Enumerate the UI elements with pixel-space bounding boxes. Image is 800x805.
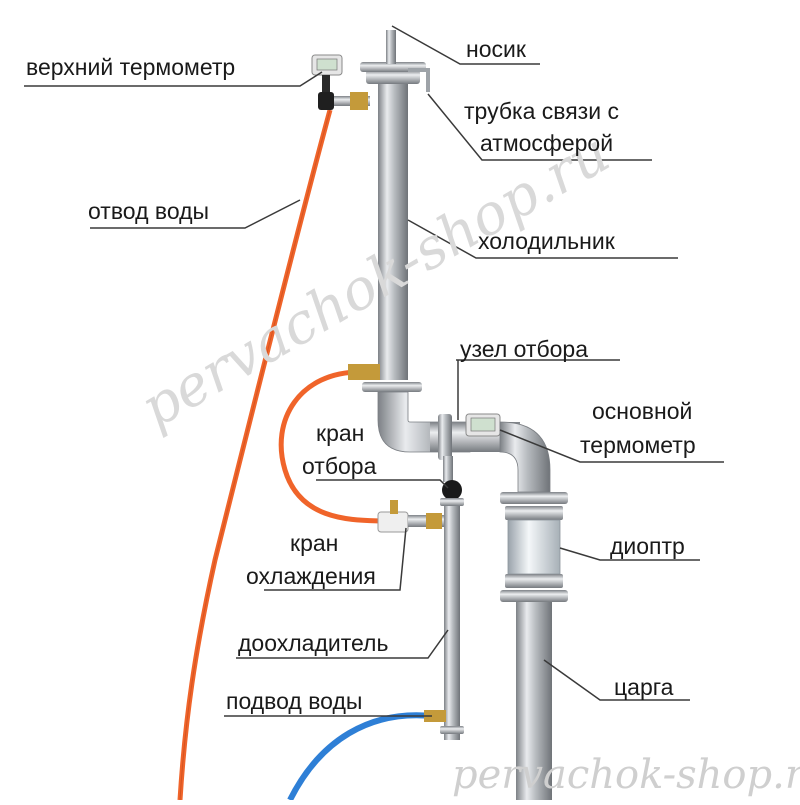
label-top-thermometer: верхний термометр <box>26 54 236 80</box>
label-cooling-valve-line2: охлаждения <box>246 563 376 589</box>
diopter-top-flange <box>500 492 568 504</box>
label-diopter: диоптр <box>610 533 685 559</box>
water-out-hose-edge <box>179 109 331 801</box>
aftercooler-bottom-cap <box>440 726 464 734</box>
label-takeoff-unit: узел отбора <box>460 336 588 362</box>
takeoff-clamp <box>438 414 452 460</box>
lower-flange <box>362 382 422 392</box>
water-in-hose <box>287 712 433 802</box>
diopter-upper-ring <box>505 506 563 520</box>
label-water-out: отвод воды <box>88 198 210 224</box>
label-cooling-valve-line1: кран <box>290 530 339 556</box>
label-takeoff-valve-line1: кран <box>316 420 365 446</box>
label-nozzle: носик <box>466 36 526 62</box>
label-aftercooler: доохладитель <box>238 630 389 656</box>
top-thermometer <box>311 54 370 110</box>
label-column: царга <box>614 674 674 700</box>
vent-tube <box>408 68 430 92</box>
aftercooler-inlet-port <box>424 710 446 722</box>
takeoff-valve-knob <box>442 480 462 500</box>
label-main-thermometer-line1: основной <box>592 398 693 424</box>
label-cooler: холодильник <box>478 228 615 254</box>
diopter-lower-ring <box>505 574 563 588</box>
label-water-in: подвод воды <box>226 688 363 714</box>
aftercooler-top-cap <box>440 498 464 506</box>
column-tube <box>516 602 552 800</box>
label-vent-tube-line2: атмосферой <box>480 130 614 156</box>
diopter-glass <box>507 519 561 575</box>
label-takeoff-valve-line2: отбора <box>302 453 377 479</box>
aftercooler-tube <box>444 500 460 740</box>
bottom-watermark: pervachok-shop.ru <box>452 752 800 798</box>
cooler-jacket-collar <box>366 70 420 84</box>
cooler-side-port <box>348 364 380 380</box>
diopter-bottom-flange <box>500 590 568 602</box>
label-main-thermometer-line2: термометр <box>580 432 696 458</box>
label-vent-tube-line1: трубка связи с <box>464 98 619 124</box>
cooler-tube <box>378 80 408 380</box>
nozzle <box>386 30 396 64</box>
cooling-loop-hose <box>278 369 381 524</box>
main-thermometer <box>465 413 501 437</box>
takeoff-valve-stem <box>443 456 453 482</box>
leader-lines <box>24 25 724 717</box>
cooling-valve <box>377 500 444 533</box>
